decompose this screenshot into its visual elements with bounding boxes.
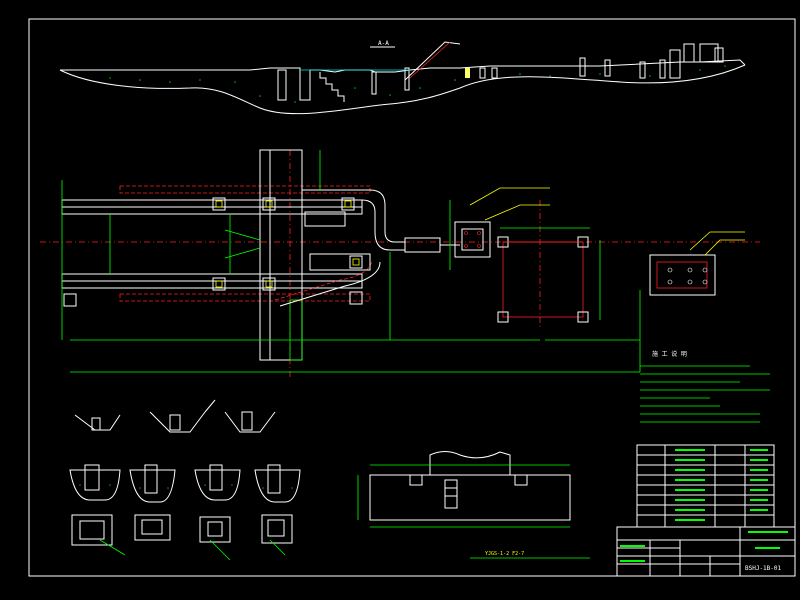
drawing-frame xyxy=(28,18,796,577)
drawing-number: BSHJ-1B-01 xyxy=(745,565,782,572)
title-block: BSHJ-1B-01 xyxy=(616,526,796,577)
main-plan xyxy=(40,149,760,380)
notes-block: 施 工 说 明 xyxy=(640,350,770,423)
materials-table xyxy=(636,444,775,528)
elevation-note: YJGS-1-2 F2-7 xyxy=(485,551,524,557)
longitudinal-section: A-A xyxy=(59,40,746,115)
detail-sections xyxy=(69,399,301,561)
bottom-elevation: YJGS-1-2 F2-7 xyxy=(357,451,590,559)
section-label: A-A xyxy=(378,40,389,47)
notes-heading: 施 工 说 明 xyxy=(652,350,687,358)
